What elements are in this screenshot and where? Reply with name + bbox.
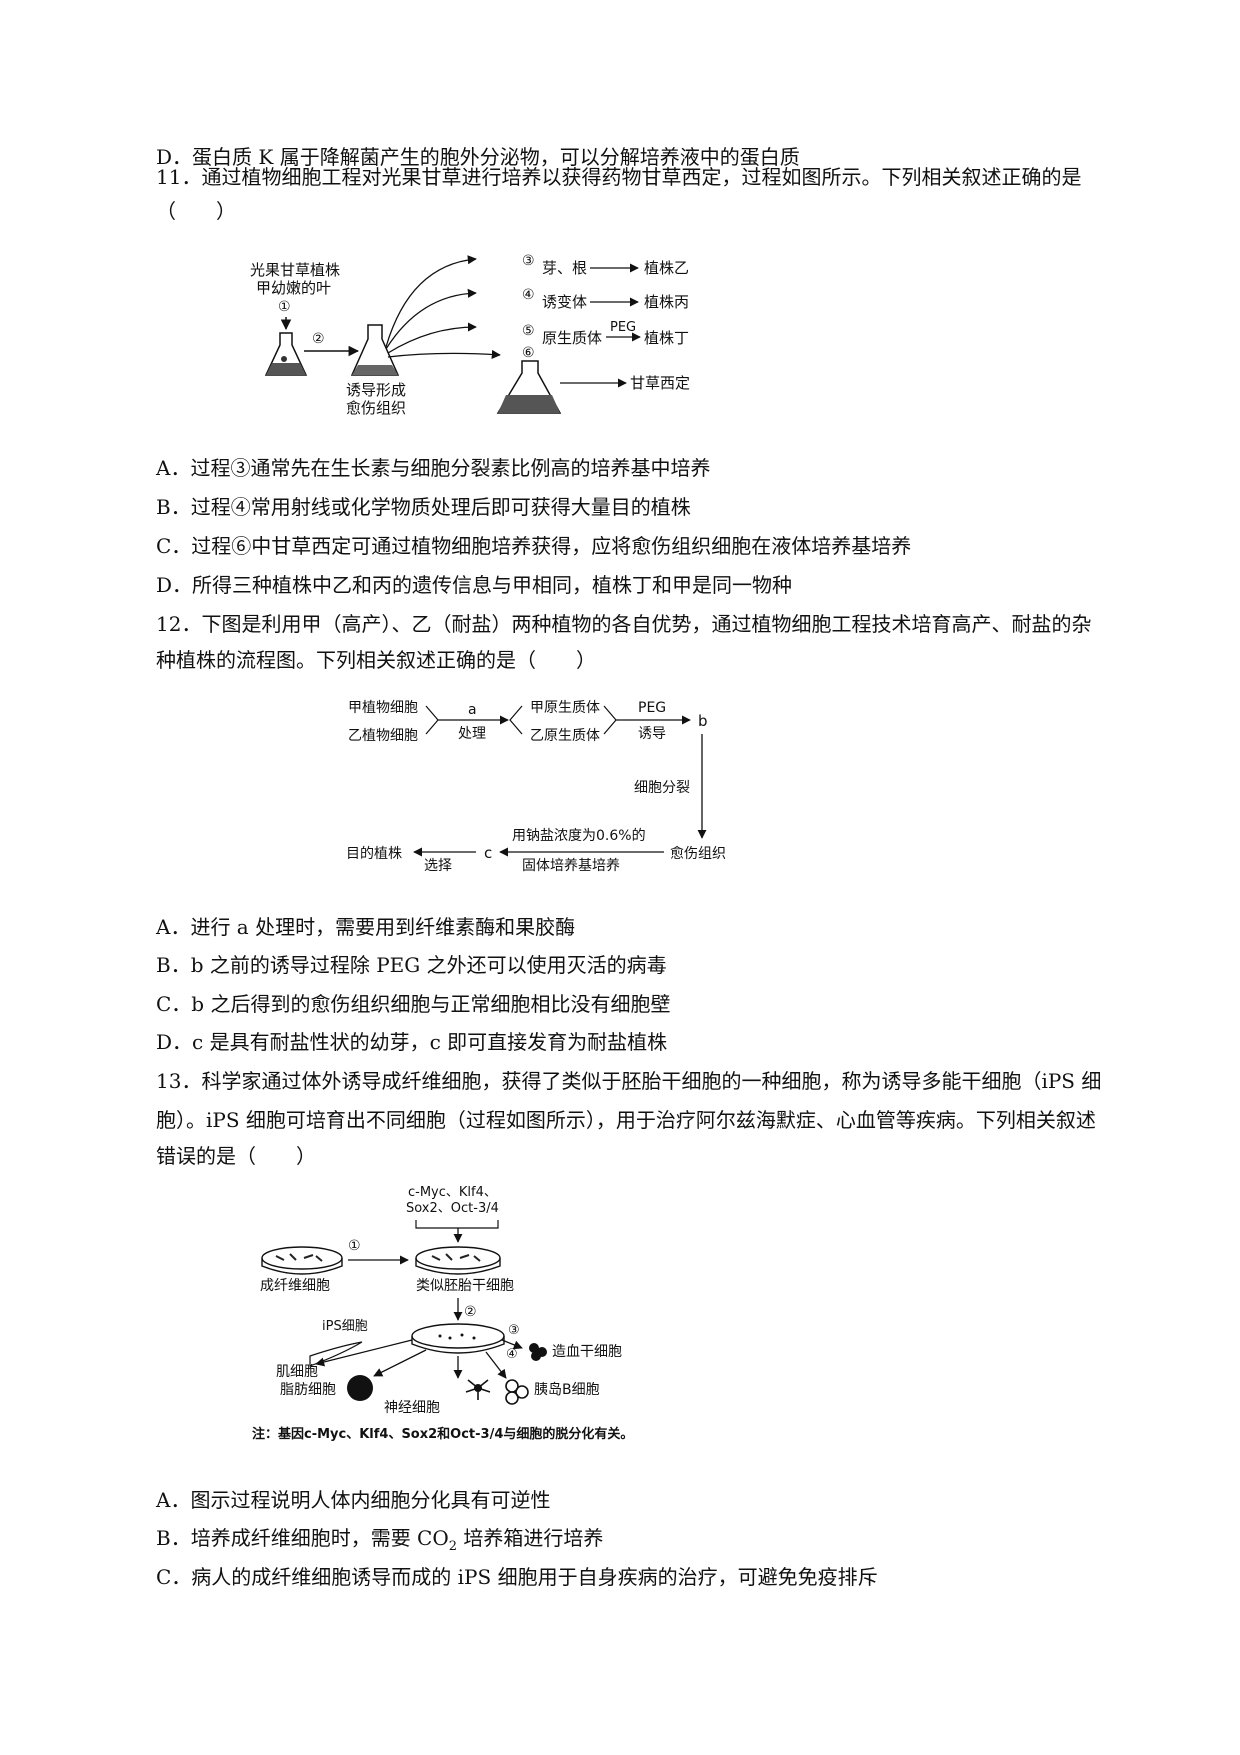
blood-stem-cell-icon — [529, 1343, 547, 1361]
q11-step4: ④ — [522, 287, 535, 303]
q12-proto-b: 乙原生质体 — [530, 728, 600, 744]
q13-ips: iPS细胞 — [322, 1319, 368, 1334]
q13-step1: ① — [348, 1238, 361, 1254]
q11-branch3: 芽、根 — [542, 259, 587, 277]
petri-dish-icon — [411, 1323, 505, 1354]
q11-callus-line2: 愈伤组织 — [346, 399, 406, 417]
q11-step5: ⑤ — [522, 323, 535, 339]
q12-division: 细胞分裂 — [634, 780, 690, 796]
q13-step3: ③ — [508, 1323, 520, 1338]
q13-figure: c-Myc、Klf4、 Sox2、Oct-3/4 ① 成纤维细胞 类似胚胎干细胞… — [252, 1185, 633, 1442]
q12-b: b — [698, 712, 708, 730]
flask-icon — [264, 332, 308, 376]
q12-option-c: C．b 之后得到的愈伤组织细胞与正常细胞相比没有细胞壁 — [156, 992, 671, 1016]
q11-result6: 甘草西定 — [630, 374, 690, 392]
q11-branch5: 原生质体 — [542, 329, 602, 347]
flask-icon — [350, 324, 400, 376]
q11-option-b: B．过程④常用射线或化学物质处理后即可获得大量目的植株 — [156, 495, 691, 519]
q11-option-d: D．所得三种植株中乙和丙的遗传信息与甲相同，植株丁和甲是同一物种 — [156, 573, 793, 597]
q12-option-a: A．进行 a 处理时，需要用到纤维素酶和果胶酶 — [156, 915, 576, 939]
q12-salt-line2: 固体培养基培养 — [522, 857, 620, 874]
q11-stem-line1: 11．通过植物细胞工程对光果甘草进行培养以获得药物甘草西定，过程如图所示。下列相… — [156, 165, 1082, 189]
q13-islet: 胰岛B细胞 — [534, 1382, 600, 1398]
q11-result5: 植株丁 — [644, 329, 689, 347]
q12-cell-b: 乙植物细胞 — [348, 728, 418, 744]
q11-peg: PEG — [610, 320, 636, 335]
q11-step1: ① — [278, 299, 291, 315]
neuron-icon — [465, 1379, 491, 1400]
q12-proto-a: 甲原生质体 — [530, 700, 600, 716]
q11-source-line2: 甲幼嫩的叶 — [256, 279, 331, 297]
q12-treat: 处理 — [458, 726, 486, 742]
q12-stem-line2: 种植株的流程图。下列相关叙述正确的是（ ） — [156, 648, 596, 672]
q13-es-like: 类似胚胎干细胞 — [416, 1278, 514, 1294]
q12-induce: 诱导 — [638, 726, 666, 742]
q12-a: a — [468, 702, 477, 718]
q13-option-b-text-end: 培养箱进行培养 — [457, 1526, 604, 1550]
q13-genes-line2: Sox2、Oct-3/4 — [406, 1201, 499, 1216]
q12-option-d: D．c 是具有耐盐性状的幼芽，c 即可直接发育为耐盐植株 — [156, 1030, 668, 1054]
q13-option-b-subscript: 2 — [448, 1539, 458, 1554]
q12-select: 选择 — [424, 858, 452, 874]
q11-source-line1: 光果甘草植株 — [250, 261, 340, 279]
q13-fibro: 成纤维细胞 — [260, 1278, 330, 1294]
q11-result3: 植株乙 — [644, 259, 689, 277]
q13-fat: 脂肪细胞 — [280, 1382, 336, 1398]
islet-cell-icon — [505, 1379, 529, 1405]
q11-step6: ⑥ — [522, 345, 535, 361]
q11-result4: 植株丙 — [644, 293, 689, 311]
q12-target: 目的植株 — [346, 846, 402, 862]
fat-cell-icon — [347, 1375, 373, 1401]
q13-neuron: 神经细胞 — [384, 1400, 440, 1416]
q11-callus-line1: 诱导形成 — [346, 381, 406, 399]
q13-note: 注：基因c-Myc、Klf4、Sox2和Oct-3/4与细胞的脱分化有关。 — [252, 1426, 633, 1442]
q13-option-b-text: B．培养成纤维细胞时，需要 CO — [156, 1526, 449, 1550]
q13-option-a: A．图示过程说明人体内细胞分化具有可逆性 — [156, 1488, 551, 1512]
q12-stem-line1: 12．下图是利用甲（高产）、乙（耐盐）两种植物的各自优势，通过植物细胞工程技术培… — [156, 612, 1092, 636]
q13-muscle: 肌细胞 — [276, 1364, 318, 1380]
q13-step4: ④ — [506, 1347, 518, 1362]
q12-option-b: B．b 之前的诱导过程除 PEG 之外还可以使用灭活的病毒 — [156, 953, 667, 977]
q11-stem-line2: （ ） — [156, 199, 236, 223]
q13-stem-line3: 错误的是（ ） — [156, 1144, 316, 1168]
q13-option-b: B．培养成纤维细胞时，需要 CO2 培养箱进行培养 — [156, 1524, 603, 1561]
q11-step2: ② — [312, 331, 325, 347]
flask-icon — [496, 360, 562, 414]
q12-cell-a: 甲植物细胞 — [348, 700, 418, 716]
q13-genes-line1: c-Myc、Klf4、 — [408, 1185, 497, 1200]
q11-option-c: C．过程⑥中甘草西定可通过植物细胞培养获得，应将愈伤组织细胞在液体培养基培养 — [156, 534, 912, 558]
q13-stem-line1: 13．科学家通过体外诱导成纤维细胞，获得了类似于胚胎干细胞的一种细胞，称为诱导多… — [156, 1069, 1102, 1093]
muscle-cell-icon — [309, 1341, 363, 1367]
petri-dish-icon — [415, 1246, 501, 1275]
q10-option-d: D．蛋白质 K 属于降解菌产生的胞外分泌物，可以分解培养液中的蛋白质 — [156, 145, 800, 169]
q13-stem-line2: 胞）。iPS 细胞可培育出不同细胞（过程如图所示），用于治疗阿尔兹海默症、心血管… — [156, 1108, 1096, 1132]
q12-figure: 甲植物细胞 乙植物细胞 a 处理 甲原生质体 乙原生质体 PEG 诱导 b 细胞… — [346, 700, 726, 874]
q12-salt-line1: 用钠盐浓度为0.6%的 — [512, 828, 646, 844]
q12-callus: 愈伤组织 — [670, 846, 726, 862]
petri-dish-icon — [261, 1246, 343, 1275]
q11-option-a: A．过程③通常先在生长素与细胞分裂素比例高的培养基中培养 — [156, 456, 711, 480]
q13-step2: ② — [464, 1304, 477, 1320]
q13-option-c: C．病人的成纤维细胞诱导而成的 iPS 细胞用于自身疾病的治疗，可避免免疫排斥 — [156, 1565, 878, 1589]
q11-figure: 光果甘草植株 甲幼嫩的叶 ① ② 诱导形成 愈伤组织 ③ 芽、根 植株乙 ④ 诱… — [250, 253, 690, 417]
q11-branch4: 诱变体 — [542, 293, 587, 311]
q12-peg: PEG — [638, 700, 666, 716]
q12-c: c — [484, 844, 492, 862]
q13-hsc: 造血干细胞 — [552, 1344, 622, 1360]
q11-step3: ③ — [522, 253, 535, 269]
